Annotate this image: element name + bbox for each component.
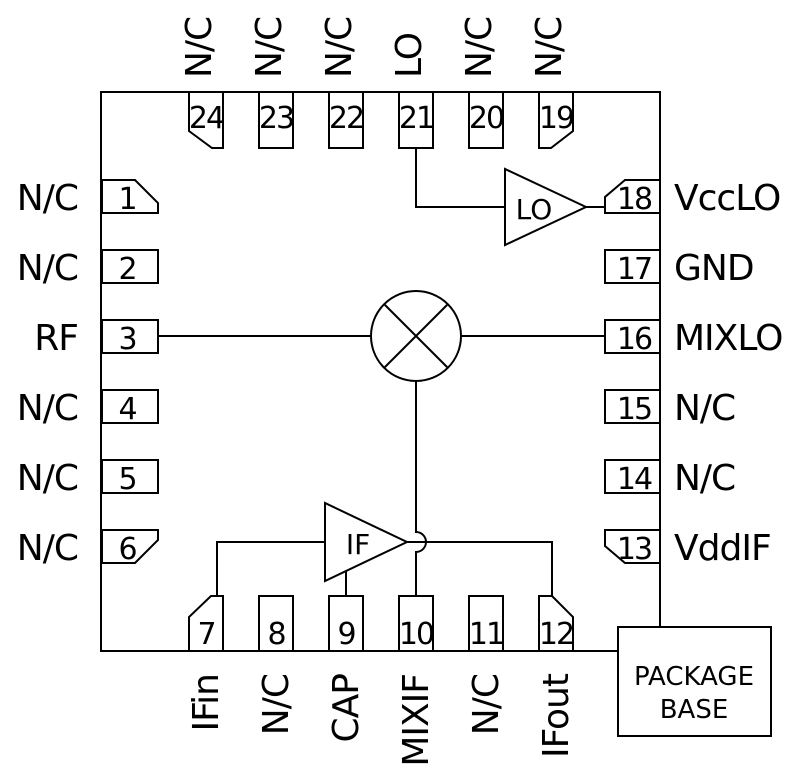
pin-6-box — [101, 529, 159, 564]
pin-23-label: N/C — [249, 17, 290, 78]
pin-1-box — [101, 179, 159, 214]
package-base-label-line2: BASE — [660, 695, 729, 725]
pin-19-number: 19 — [539, 101, 573, 136]
ifout-net-line — [407, 541, 553, 596]
ifin-net-line — [216, 541, 325, 596]
pin-22-box — [328, 91, 364, 149]
pin-7-label: IFin — [186, 674, 227, 732]
pin-13-number: 13 — [617, 532, 651, 567]
pin-14-box — [604, 459, 661, 494]
pin-12-number: 12 — [539, 617, 573, 652]
lo-amplifier-triangle — [504, 167, 589, 247]
pin-17-label: GND — [674, 248, 754, 289]
pin-24-label: N/C — [179, 17, 220, 78]
pin-23-box — [258, 91, 294, 149]
pin-16-box — [604, 319, 661, 354]
pin-17-box — [604, 249, 661, 284]
pin-8-box — [258, 595, 294, 652]
pin-3-number: 3 — [118, 322, 135, 357]
pin-3-box — [101, 319, 159, 354]
pin-12-box — [538, 595, 574, 651]
pin-8-number: 8 — [267, 617, 285, 652]
pin-6-label: N/C — [17, 528, 78, 569]
if-amplifier-label: IF — [346, 528, 370, 561]
pin-11-number: 11 — [469, 617, 503, 652]
pin-24-box — [188, 91, 224, 149]
pin-5-box — [101, 459, 159, 494]
pin-13-label: VddIF — [674, 528, 771, 569]
pin-10-number: 10 — [399, 617, 434, 652]
pin-14-number: 14 — [617, 462, 652, 497]
mixer-symbol-cross — [383, 303, 449, 369]
pin-18-label: VccLO — [674, 178, 780, 219]
pin-22-label: N/C — [319, 17, 360, 78]
pin-9-box — [328, 595, 364, 652]
pin-10-label: MIXIF — [396, 674, 437, 767]
pin-5-number: 5 — [118, 462, 135, 497]
pin-15-number: 15 — [617, 392, 651, 427]
pin-9-label: CAP — [326, 674, 367, 743]
pin-21-box — [398, 91, 434, 149]
lo-net-line — [415, 148, 505, 208]
pin-16-number: 16 — [617, 322, 652, 357]
pin-16-label: MIXLO — [674, 318, 782, 359]
pin-21-number: 21 — [399, 101, 433, 136]
mixer-symbol-circle — [370, 290, 462, 382]
pin-8-label: N/C — [256, 674, 297, 735]
pin-18-number: 18 — [617, 182, 652, 217]
pin-15-label: N/C — [674, 388, 735, 429]
pin-14-label: N/C — [674, 458, 735, 499]
pin-7-box — [188, 595, 224, 651]
pin-19-label: N/C — [529, 17, 570, 78]
pin-17-number: 17 — [617, 252, 651, 287]
pin-1-number: 1 — [118, 182, 135, 217]
pin-20-number: 20 — [469, 101, 504, 136]
pin-19-box — [538, 91, 574, 149]
pin-15-box — [604, 389, 661, 424]
pin-21-label: LO — [389, 33, 430, 78]
pin-23-number: 23 — [259, 101, 293, 136]
pin-5-label: N/C — [17, 458, 78, 499]
pin-3-label: RF — [34, 318, 78, 359]
pin-11-label: N/C — [466, 674, 507, 735]
pin-1-label: N/C — [17, 178, 78, 219]
pin-18-box — [604, 179, 661, 214]
mixif-net-line-with-hop — [415, 381, 427, 596]
lo-amplifier-label: LO — [516, 193, 553, 226]
pin-22-number: 22 — [329, 101, 363, 136]
pin-2-label: N/C — [17, 248, 78, 289]
pin-20-label: N/C — [459, 17, 500, 78]
pin-6-number: 6 — [118, 532, 136, 567]
pin-12-label: IFout — [536, 673, 577, 758]
package-base-label-line1: PACKAGE — [634, 662, 754, 692]
pin-2-box — [101, 249, 159, 284]
chip-body-outline — [100, 91, 661, 652]
pin-10-box — [398, 595, 434, 652]
pin-4-number: 4 — [118, 392, 136, 427]
if-amplifier-triangle — [324, 501, 410, 583]
pin-11-box — [468, 595, 504, 652]
pin-2-number: 2 — [118, 252, 135, 287]
pin-4-label: N/C — [17, 388, 78, 429]
pin-24-number: 24 — [189, 101, 224, 136]
pin-7-number: 7 — [197, 617, 214, 652]
pin-4-box — [101, 389, 159, 424]
pin-13-box — [604, 529, 661, 564]
pin-20-box — [468, 91, 504, 149]
package-base-box — [617, 626, 772, 737]
pin-9-number: 9 — [337, 617, 354, 652]
